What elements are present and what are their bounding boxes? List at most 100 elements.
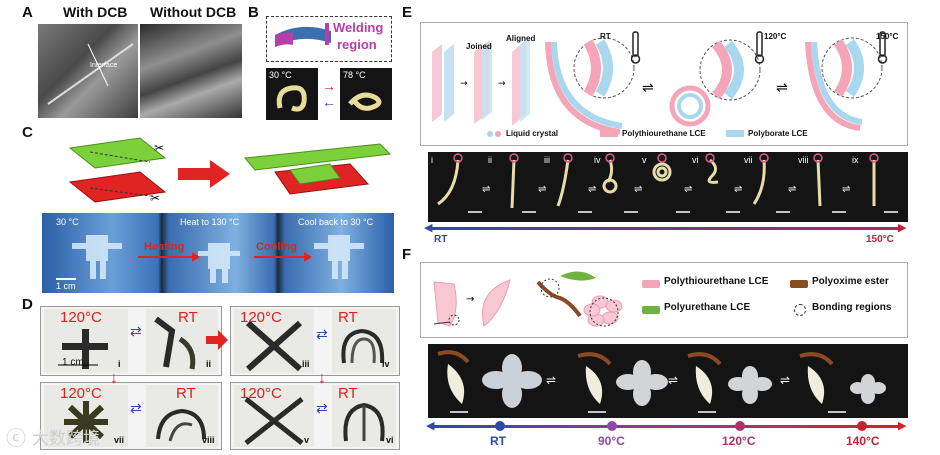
- svg-text:⇌: ⇌: [588, 184, 596, 195]
- figures-silhouettes: [56, 235, 364, 283]
- sem-interface-line: [47, 43, 134, 105]
- heating-arrow-label: Heating: [144, 241, 185, 253]
- f-axis-left-arrowhead: ◀: [426, 420, 435, 432]
- e-frame-iii: iii: [544, 155, 550, 165]
- e-axis-left-arrowhead: ◀: [424, 222, 433, 234]
- e-temp-rt: RT: [600, 32, 611, 41]
- svg-text:⇌: ⇌: [788, 184, 796, 195]
- e-legend-polyborate: Polyborate LCE: [748, 129, 808, 138]
- d-scale-label: 1 cm: [62, 357, 84, 368]
- svg-text:⇌: ⇌: [668, 373, 678, 387]
- e-legend-liquid-crystal: Liquid crystal: [506, 129, 559, 138]
- scale-bar-label: 1 cm: [56, 281, 76, 291]
- d-temp-iv: RT: [338, 309, 358, 326]
- folded-shape-ii: [154, 316, 196, 370]
- svg-text:✂: ✂: [154, 141, 164, 155]
- f-temperature-axis: [432, 425, 900, 428]
- flower-schematic: →: [433, 271, 623, 327]
- f-marker-120: [735, 421, 745, 431]
- f-photo-strip: ⇌ ⇌ ⇌: [428, 344, 908, 418]
- f-bonding-circle-icon: [794, 304, 806, 316]
- stage2-label: Heat to 130 °C: [180, 217, 240, 227]
- claw-shape-viii: [156, 408, 206, 442]
- svg-text:⇌: ⇌: [538, 184, 546, 195]
- d-cell-vi: RT vi: [332, 385, 396, 447]
- panel-a-label: A: [22, 4, 33, 21]
- welding-region-marker: [325, 23, 329, 45]
- d-double-arrow-1: ⇄: [130, 323, 142, 339]
- x-shape-v: [244, 397, 304, 445]
- e-strip-drawings: ⇌⇌⇌⇌⇌⇌⇌⇌: [437, 153, 898, 213]
- d-temp-iii: 120°C: [240, 309, 282, 326]
- f-legend-polyurethane: Polyurethane LCE: [664, 302, 751, 313]
- d-red-arrow-right: [206, 330, 228, 350]
- e-frame-iv: iv: [594, 155, 601, 165]
- basket-shape-iv: [341, 328, 385, 364]
- e-step1-label: Joined: [466, 42, 492, 51]
- watermark-text: 大数跨境: [32, 429, 100, 449]
- lce-schematic: → → ⇌ ⇌: [432, 31, 888, 137]
- e-legend-polythiourethane: Polythiourethane LCE: [622, 129, 706, 138]
- e-axis-right-arrowhead: ▶: [898, 222, 907, 234]
- f-temp-140: 140°C: [846, 434, 880, 448]
- arrow-left-blue: ←: [322, 94, 336, 110]
- f-marker-140: [857, 421, 867, 431]
- f-temp-rt: RT: [490, 434, 506, 448]
- svg-text:⇌: ⇌: [684, 184, 692, 195]
- welding-legend-line1: Welding: [333, 20, 384, 35]
- svg-text:⇌: ⇌: [634, 184, 642, 195]
- stage1-label: 30 °C: [56, 217, 79, 227]
- svg-text:⇌: ⇌: [546, 373, 556, 387]
- x-shape-iii: [246, 320, 302, 372]
- f-marker-90: [607, 421, 617, 431]
- svg-text:→: →: [498, 79, 506, 89]
- d-red-arrow-down-2: ↓: [318, 370, 326, 387]
- d-roman-v: v: [304, 435, 310, 445]
- d-cell-i: 120°C 1 cm i: [44, 309, 128, 373]
- d-roman-ii: ii: [206, 359, 212, 369]
- d-temp-vi: RT: [338, 385, 358, 402]
- e-temperature-axis: [430, 227, 900, 230]
- thermal-photo-strip: 30 °C Heat to 130 °C Cool back to 30 °C …: [42, 213, 394, 293]
- svg-text:✂: ✂: [150, 191, 160, 205]
- panel-a-col2-title: Without DCB: [150, 4, 237, 20]
- e-photo-strip: ⇌⇌⇌⇌⇌⇌⇌⇌ i ii iii iv v vi vii viii ix: [428, 152, 908, 222]
- e-frame-i: i: [431, 155, 433, 165]
- d-cell-viii: RT viii: [146, 385, 218, 447]
- d-cell-vii: 120°C vii: [44, 385, 128, 447]
- d-double-arrow-3: ⇄: [130, 400, 142, 416]
- panel-c-label: C: [22, 124, 33, 141]
- cage-shape-vi: [343, 402, 385, 442]
- sem-image-without-dcb: [140, 24, 242, 118]
- d-roman-iii: iii: [302, 359, 310, 369]
- cooling-arrow-label: Cooling: [256, 241, 297, 253]
- panel-e-label: E: [402, 4, 413, 21]
- d-roman-vi: vi: [386, 435, 394, 445]
- e-frame-viii: viii: [798, 155, 809, 165]
- f-flower-drawings: ⇌ ⇌ ⇌: [437, 350, 886, 413]
- temp-78c-label: 78 °C: [343, 70, 366, 80]
- svg-text:⇌: ⇌: [482, 184, 490, 195]
- welding-strip-icon: [275, 26, 331, 47]
- d-temp-i: 120°C: [60, 309, 102, 326]
- e-axis-rt: RT: [434, 234, 448, 245]
- svg-text:⇌: ⇌: [842, 184, 850, 195]
- e-step2-label: Aligned: [506, 34, 536, 43]
- d-roman-i: i: [118, 359, 121, 369]
- svg-text:⇌: ⇌: [642, 80, 654, 96]
- f-temp-90: 90°C: [598, 434, 625, 448]
- d-roman-vii: vii: [114, 435, 125, 445]
- e-frame-v: v: [642, 155, 647, 165]
- svg-text:→: →: [460, 79, 468, 89]
- panel-d-label: D: [22, 296, 33, 313]
- d-temp-v: 120°C: [240, 385, 282, 402]
- d-temp-ii: RT: [178, 309, 198, 326]
- f-axis-right-arrowhead: ▶: [898, 420, 907, 432]
- panel-b-label: B: [248, 4, 259, 21]
- sem-image-with-dcb: Interface: [38, 24, 138, 118]
- d-roman-viii: viii: [202, 435, 215, 445]
- temp-30c-label: 30 °C: [269, 70, 292, 80]
- f-legend-polyoxime: Polyoxime ester: [812, 276, 889, 287]
- svg-text:⇌: ⇌: [780, 373, 790, 387]
- d-red-arrow-down-1: ↓: [110, 370, 118, 387]
